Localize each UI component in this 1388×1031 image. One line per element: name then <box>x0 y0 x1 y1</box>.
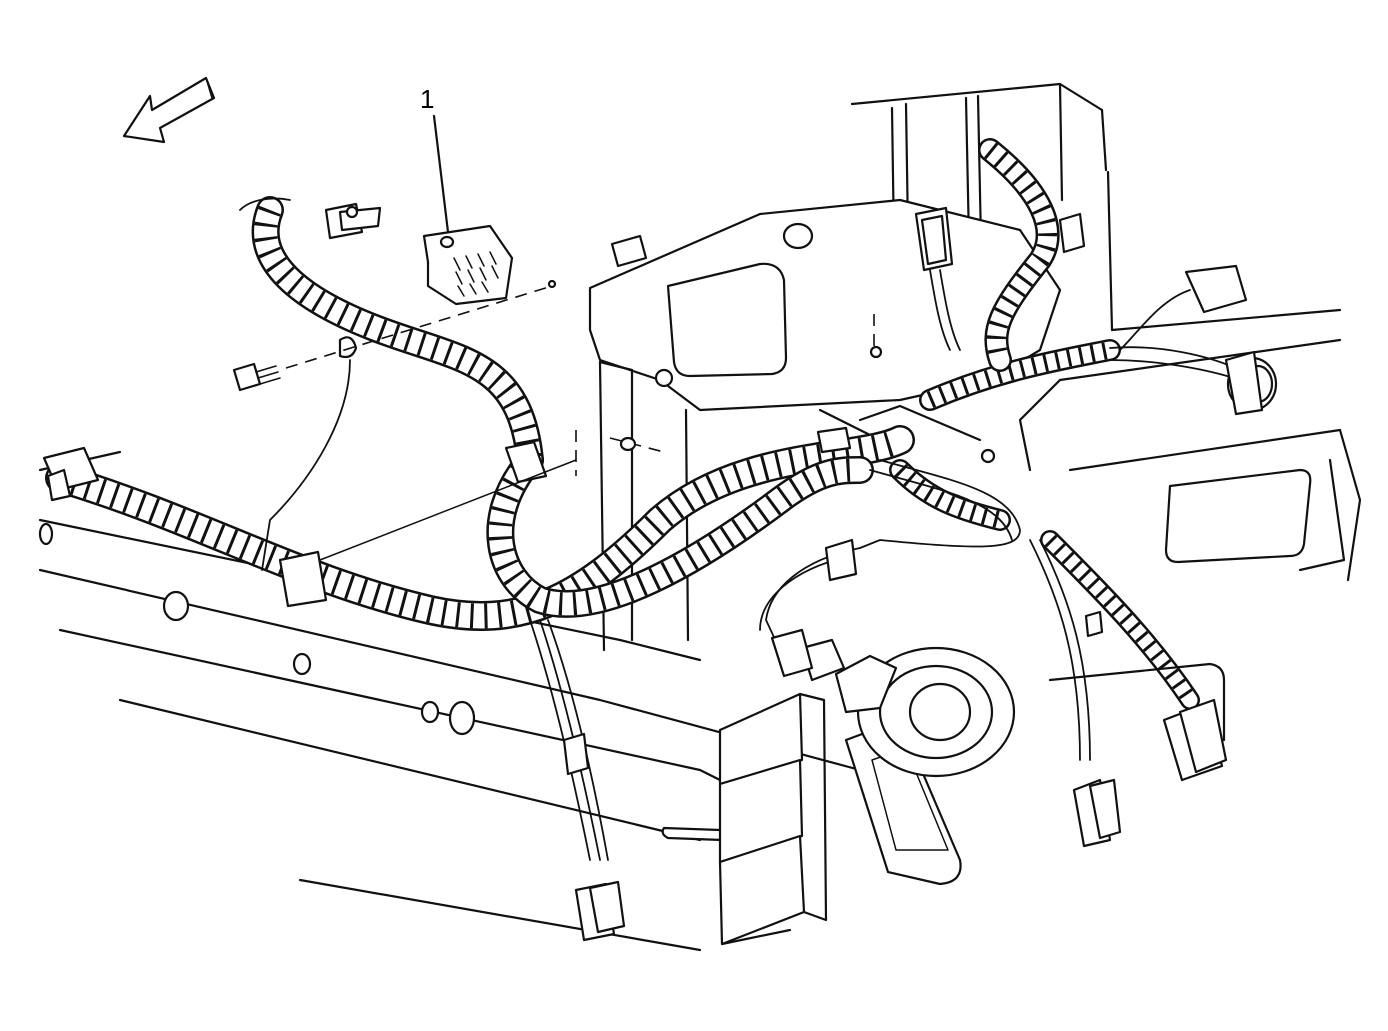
mount-line-column-2 <box>609 437 665 453</box>
stepped-front-bracket <box>718 692 828 946</box>
module-1 <box>422 224 514 306</box>
panel-opening-right <box>1164 468 1312 564</box>
right-side-details <box>562 212 1226 776</box>
callout-1-label: 1 <box>420 84 435 114</box>
harness-conduit <box>45 138 1200 710</box>
mount-line-module <box>319 459 577 561</box>
mount-line-bolt <box>285 285 553 369</box>
horn <box>800 638 1016 886</box>
callout-1-leader <box>432 114 450 234</box>
ground-bolt <box>232 336 358 392</box>
direction-arrow-icon <box>122 76 216 144</box>
harness-connectors <box>42 202 1278 942</box>
harness-wires <box>239 197 1241 861</box>
